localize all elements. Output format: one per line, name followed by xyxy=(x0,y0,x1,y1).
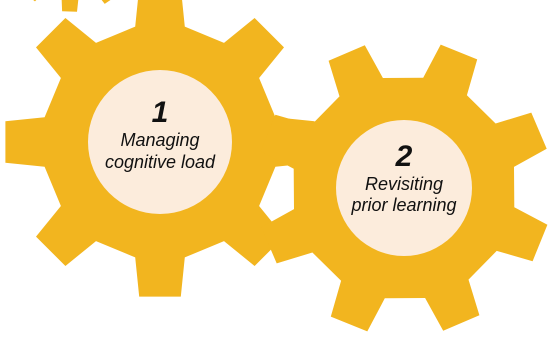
gear-1-label-line-1: Managing xyxy=(120,130,199,150)
gear-2-hub xyxy=(336,120,472,256)
partial-gear-outline xyxy=(33,0,111,12)
partial-gear-top xyxy=(33,0,111,12)
gear-2-label-line-2: prior learning xyxy=(350,195,456,215)
gear-1-number: 1 xyxy=(152,96,169,129)
gear-2-label-line-1: Revisiting xyxy=(365,174,443,194)
gear-2-number: 2 xyxy=(395,140,413,173)
gear-1-hub xyxy=(88,70,232,214)
gear-1-label-line-2: cognitive load xyxy=(105,152,216,172)
